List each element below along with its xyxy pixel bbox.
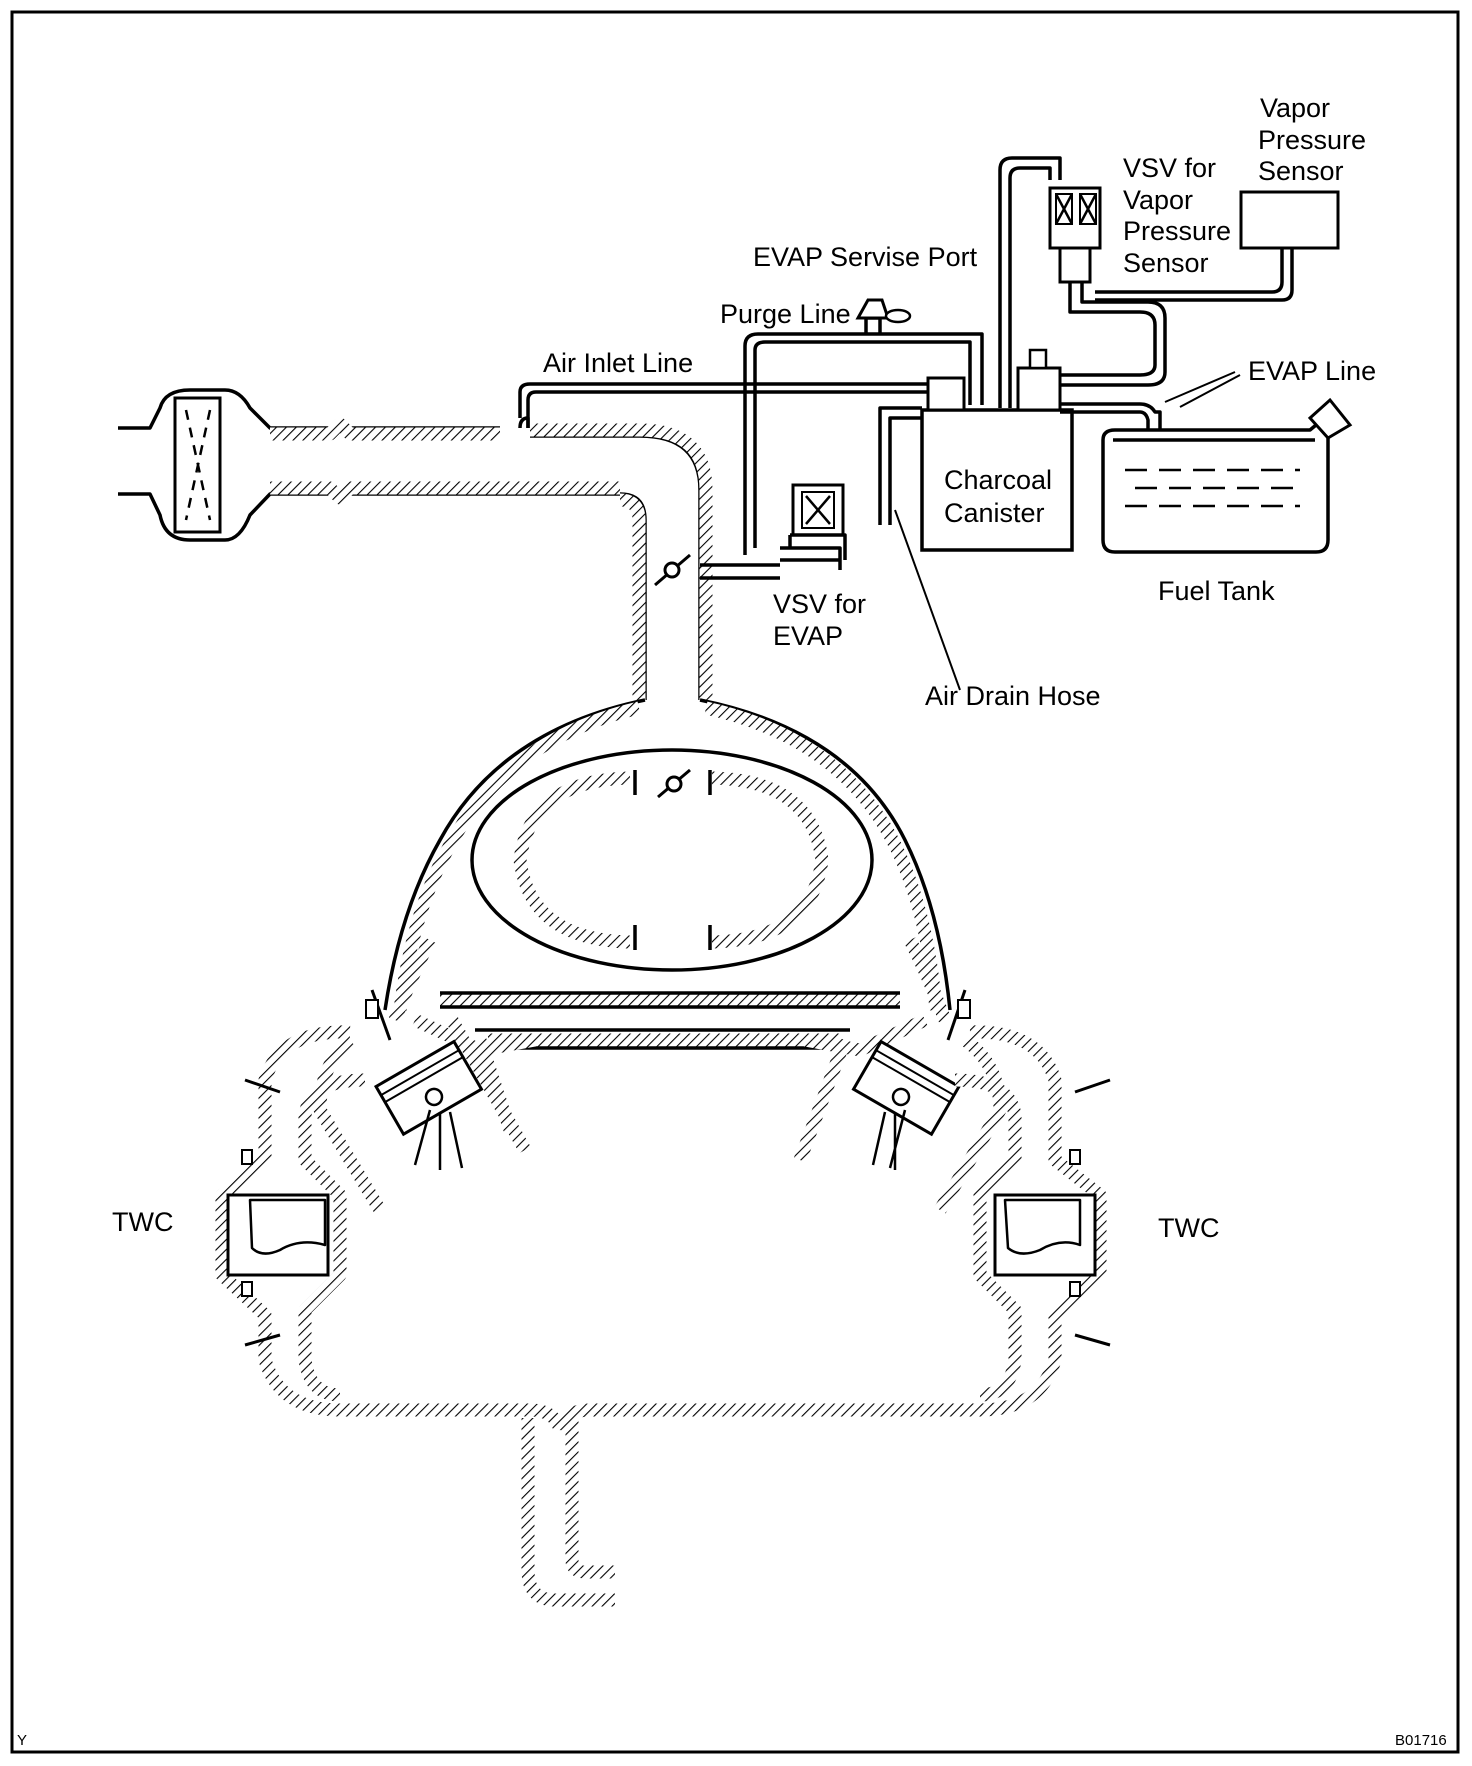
air-inlet-line: [518, 382, 962, 418]
left-cylinder: [313, 989, 537, 1214]
purge-line: [743, 332, 984, 555]
figure-code: B01716: [1395, 1732, 1447, 1749]
air-drain-hose: [878, 406, 922, 525]
label-vsv-vapor-pressure-sensor: VSV for Vapor Pressure Sensor: [1123, 153, 1239, 278]
label-vsv-for-evap: VSV for EVAP: [773, 589, 874, 651]
label-charcoal-canister: Charcoal Canister: [944, 465, 1060, 528]
vsv-for-evap: [788, 483, 847, 560]
tail-pipe: [521, 1418, 615, 1607]
label-twc-left: TWC: [112, 1207, 173, 1237]
figure-frame: [10, 10, 1460, 1754]
vsv-vapor-pressure-sensor: [998, 156, 1167, 408]
exhaust-right: [553, 1025, 1111, 1433]
intake-riser: [518, 416, 713, 700]
intake-plenum: [383, 698, 952, 1011]
evap-service-port: [855, 298, 912, 333]
label-fuel-tank: Fuel Tank: [1158, 576, 1275, 606]
label-evap-line: EVAP Line: [1248, 356, 1376, 386]
label-twc-right: TWC: [1158, 1213, 1219, 1243]
label-air-inlet-line: Air Inlet Line: [543, 348, 693, 378]
label-purge-line: Purge Line: [720, 299, 851, 329]
air-cleaner: [118, 388, 620, 542]
label-vapor-pressure-sensor: Vapor Pressure Sensor: [1258, 93, 1374, 186]
charcoal-canister: [920, 348, 1074, 552]
twc-right-converter: [993, 1193, 1097, 1277]
fuel-tank: [1101, 397, 1353, 554]
evap-line: [1060, 402, 1162, 430]
exhaust-left: [215, 1025, 567, 1433]
label-evap-service-port: EVAP Servise Port: [753, 242, 978, 272]
intake-runners: [388, 937, 952, 1023]
label-air-drain-hose: Air Drain Hose: [925, 681, 1101, 711]
corner-mark-left: Y: [17, 1732, 27, 1749]
right-cylinder: [803, 989, 1007, 1214]
twc-left-converter: [226, 1193, 330, 1277]
throttle-valve: [654, 553, 691, 587]
vapor-pressure-sensor: [1095, 190, 1340, 302]
